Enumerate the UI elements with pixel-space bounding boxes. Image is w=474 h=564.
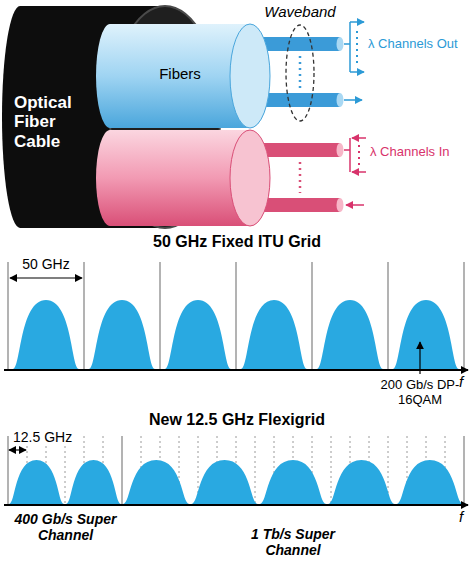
grid-line xyxy=(311,262,313,370)
signal-label: λ Channels Out xyxy=(368,37,458,52)
channel-arrow xyxy=(344,99,362,101)
fiber-bundle xyxy=(96,130,270,226)
channel-dots xyxy=(356,31,358,64)
grid-line xyxy=(7,436,9,505)
channel-arrow xyxy=(350,71,364,73)
grid-line xyxy=(255,436,256,505)
channel-spectrum xyxy=(89,300,155,369)
grid-line xyxy=(463,436,465,505)
cable-label: Optical Fiber Cable xyxy=(14,93,98,152)
channel-spectrum xyxy=(317,300,383,369)
input-fibers xyxy=(255,138,366,212)
grid-line xyxy=(65,436,66,505)
fiber-dots xyxy=(299,162,302,193)
channel-spectrum xyxy=(13,300,79,369)
pointer-arrow xyxy=(419,342,420,374)
fiber-end xyxy=(337,143,344,157)
subchannel-spectrum xyxy=(191,460,257,504)
fiber-end xyxy=(337,198,344,212)
fiber-bundle xyxy=(96,24,270,128)
spectra xyxy=(4,262,468,505)
flexigrid-spectrum xyxy=(4,436,468,505)
grid-line xyxy=(83,262,85,370)
grid-line xyxy=(235,262,237,370)
bundle-face xyxy=(230,130,270,226)
dimension-arrow xyxy=(10,277,82,278)
dimension-label: 50 GHz xyxy=(8,256,84,272)
grid-line xyxy=(121,436,123,505)
grid-line xyxy=(7,262,9,370)
grid-line xyxy=(387,262,389,370)
fiber-tube xyxy=(255,37,340,51)
section-heading: 50 GHz Fixed ITU Grid xyxy=(0,233,474,251)
fiber-end xyxy=(337,37,344,51)
cable: Optical Fiber Cable Fibers xyxy=(0,4,222,230)
channel-arrow xyxy=(346,204,364,206)
fixed-grid-spectrum xyxy=(4,262,468,374)
waveband-ellipse xyxy=(286,25,314,121)
axis-label: f xyxy=(459,373,463,390)
subchannel-spectrum xyxy=(66,460,121,504)
axis-label: f xyxy=(459,508,463,525)
grid-line xyxy=(331,436,332,505)
super-channel-label: 1 Tb/s Super Channel xyxy=(238,526,348,558)
channel-arrow xyxy=(350,21,364,23)
channel-label: 200 Gb/s DP-16QAM xyxy=(380,378,460,408)
fiber-end xyxy=(337,93,344,107)
super-channel-label: 400 Gb/s Super Channel xyxy=(8,511,123,543)
subchannel-spectrum xyxy=(397,460,463,504)
bundle-face xyxy=(230,24,270,128)
fiber-dots xyxy=(299,56,302,88)
subchannel-spectrum xyxy=(123,460,189,504)
signal-label: λ Channels In xyxy=(370,145,450,160)
output-fibers xyxy=(255,22,364,121)
wire xyxy=(344,43,350,45)
wire xyxy=(349,22,351,72)
channel-arrow xyxy=(352,171,366,173)
wire xyxy=(349,138,351,172)
channel-spectrum xyxy=(241,300,307,369)
frequency-axis xyxy=(4,504,468,506)
fiber-bundle-node: Fibers xyxy=(110,22,272,128)
bundle-label: Fibers xyxy=(140,65,220,82)
callout-label: Waveband xyxy=(250,3,350,20)
channel-spectrum xyxy=(165,300,231,369)
grid-line xyxy=(463,262,465,370)
dimension-label: 12.5 GHz xyxy=(11,429,74,445)
wire xyxy=(344,149,350,151)
section-heading: New 12.5 GHz Flexigrid xyxy=(0,411,474,429)
subchannel-spectrum xyxy=(9,460,64,504)
channel-spectrum xyxy=(393,300,459,369)
subchannel-spectrum xyxy=(328,460,394,504)
channel-dots xyxy=(358,145,360,166)
grid-line xyxy=(159,262,161,370)
frequency-axis xyxy=(4,369,468,371)
dimension-arrow xyxy=(9,449,26,450)
subchannel-spectrum xyxy=(260,460,326,504)
channel-arrow xyxy=(352,137,366,139)
